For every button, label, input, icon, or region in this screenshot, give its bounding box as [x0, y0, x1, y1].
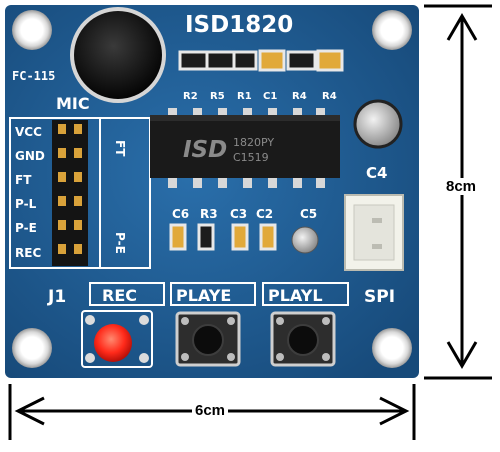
isd-chip: ISD 1820PY C1519	[150, 108, 340, 188]
top-label: R5	[210, 91, 225, 102]
playl-button	[270, 311, 336, 367]
top-label: R4	[322, 91, 337, 102]
top-smd-labels: R2 R5 R1 C1 R4 R4	[183, 91, 337, 102]
cap-label: C6	[172, 207, 189, 221]
board-title: ISD1820	[185, 12, 293, 38]
top-label: R1	[237, 91, 252, 102]
top-smd-row	[178, 49, 344, 72]
rec-led	[94, 324, 132, 362]
chip-part: 1820PY	[233, 136, 274, 149]
height-label: 8cm	[444, 178, 479, 195]
lower-smd-row	[169, 223, 277, 251]
cap-label: R3	[200, 207, 218, 221]
pin-label-pl: P-L	[15, 197, 37, 211]
playe-label-box	[170, 282, 256, 306]
jumper-label-ft: FT	[113, 140, 127, 157]
mount-hole-bottom-left	[12, 328, 52, 368]
button-label-rec: REC	[102, 286, 137, 305]
pin-label-rec: REC	[15, 246, 41, 260]
top-label: R2	[183, 91, 198, 102]
playe-button	[175, 311, 241, 367]
rec-label-box	[89, 282, 165, 306]
width-label: 6cm	[192, 402, 229, 419]
button-label-playl: PLAYL	[268, 286, 323, 305]
c5-capacitor	[291, 226, 319, 254]
j1-label: J1	[47, 287, 66, 307]
microphone	[74, 11, 162, 99]
playl-label-box	[262, 282, 349, 306]
button-label-playe: PLAYE	[176, 286, 231, 305]
cap-label: C5	[300, 207, 317, 221]
cap-label: C3	[230, 207, 247, 221]
pin-label-vcc: VCC	[15, 125, 42, 139]
mount-hole-top-right	[372, 10, 412, 50]
cap-labels: C6 R3 C3 C2 C5	[172, 207, 317, 221]
pin-label-gnd: GND	[15, 149, 45, 163]
chip-code: C1519	[233, 151, 269, 164]
electrolytic-capacitor	[353, 99, 403, 149]
spi-label: SPI	[364, 287, 395, 307]
mic-label: MIC	[56, 94, 90, 113]
top-label: C1	[263, 91, 277, 102]
mount-hole-top-left	[12, 10, 52, 50]
model-label: FC-115	[12, 69, 55, 83]
top-label: R4	[292, 91, 307, 102]
pin-label-ft: FT	[15, 173, 32, 187]
pin-label-pe: P-E	[15, 221, 37, 235]
jumper-label-pe: P-E	[113, 232, 127, 254]
chip-brand: ISD	[183, 137, 227, 163]
rec-button	[81, 310, 153, 368]
pin-labels: VCC GND FT P-L P-E REC	[15, 125, 45, 260]
cap-label: C2	[256, 207, 273, 221]
header-pins	[52, 120, 88, 266]
jumper-outline	[99, 117, 151, 269]
speaker-connector	[344, 194, 404, 271]
mount-hole-bottom-right	[372, 328, 412, 368]
c4-label: C4	[366, 164, 387, 182]
